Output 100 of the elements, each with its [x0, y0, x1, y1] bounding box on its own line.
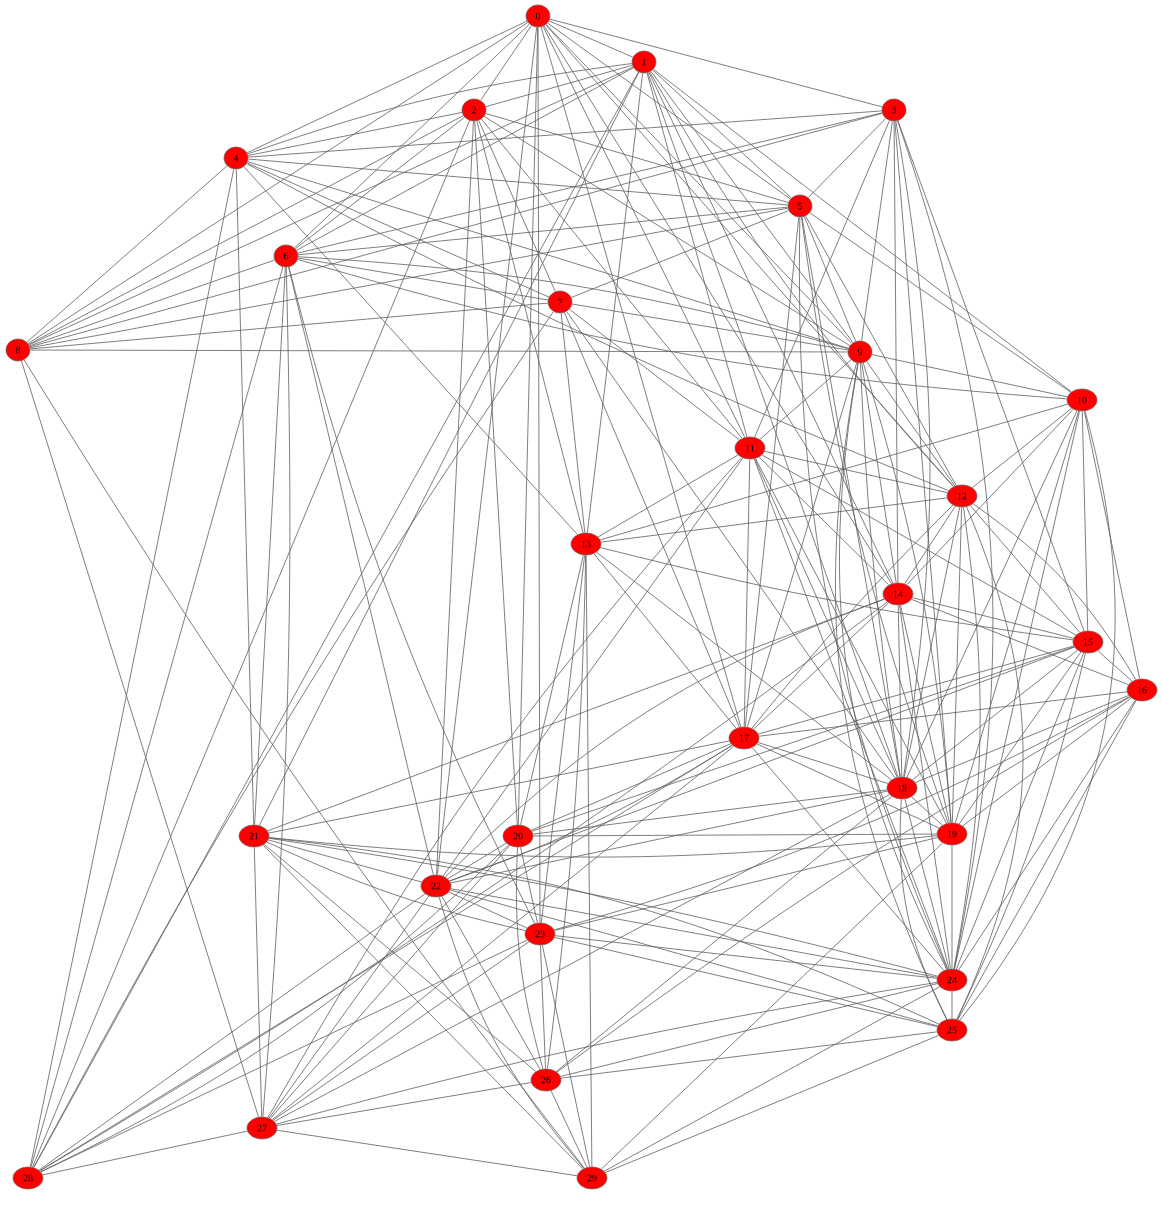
edge-line	[276, 1129, 578, 1177]
edge-line	[540, 944, 546, 1070]
edge-line	[597, 454, 739, 538]
edge-line	[801, 216, 949, 824]
edge-line	[271, 746, 735, 1120]
edge-line	[958, 651, 1082, 825]
edge-line	[601, 842, 943, 1170]
edge-line	[449, 889, 939, 1027]
edge-line	[912, 597, 1074, 639]
edge-line	[904, 798, 950, 970]
edge-line	[972, 407, 1072, 489]
edge-line	[956, 652, 1086, 1020]
edge-line	[972, 503, 1137, 680]
edge-line	[288, 266, 536, 924]
edge-line	[29, 259, 275, 347]
edge-line	[586, 72, 644, 534]
edge-line	[266, 841, 526, 932]
edge-line	[269, 845, 511, 1119]
edge-line	[906, 410, 1078, 778]
edge-line	[294, 23, 530, 249]
edge-line	[268, 895, 430, 1119]
edge-line	[543, 25, 892, 585]
edge-line	[268, 839, 422, 883]
edge-line	[246, 162, 550, 298]
edge-line	[39, 744, 733, 1172]
edge-line	[441, 896, 541, 1070]
edge-line	[297, 259, 1068, 400]
edge-line	[899, 798, 948, 1020]
edge-line	[646, 72, 748, 438]
edge-line	[542, 25, 746, 438]
edge-line	[295, 116, 465, 250]
edge-line	[476, 120, 584, 534]
edge-line	[862, 362, 952, 824]
edge-line	[547, 22, 791, 200]
edge-line	[744, 216, 800, 728]
edge-line	[904, 505, 956, 585]
edge-line	[899, 604, 951, 970]
edge-line	[648, 72, 894, 584]
edge-line	[549, 18, 883, 108]
edge-line	[253, 846, 263, 1118]
edge-line	[262, 844, 584, 1170]
edge-line	[38, 893, 426, 1171]
edge-line	[247, 158, 789, 206]
edge-line	[520, 846, 538, 924]
edge-line	[605, 1035, 939, 1173]
edge-line	[801, 216, 901, 778]
edge-line	[39, 601, 888, 1172]
edge-line	[247, 63, 633, 155]
edge-line	[246, 163, 949, 491]
edge-line	[247, 161, 849, 349]
edge-line	[603, 986, 941, 1172]
edge-line	[653, 68, 1072, 393]
edge-line	[871, 354, 1068, 398]
edge-line	[897, 604, 903, 778]
edge-line	[268, 740, 730, 834]
edge-line	[450, 790, 888, 884]
edge-line	[751, 504, 954, 729]
edge-line	[599, 403, 1069, 541]
edge-line	[1097, 650, 1133, 682]
edge-line	[554, 937, 938, 1027]
edge-line	[951, 990, 953, 1020]
edge-line	[555, 796, 893, 1072]
edge-line	[478, 120, 556, 292]
edge-line	[754, 120, 890, 438]
edge-line	[647, 72, 899, 778]
edge-line	[442, 457, 744, 877]
edge-line	[746, 362, 858, 728]
edge-line	[288, 266, 434, 876]
edge-line	[276, 982, 938, 1125]
edge-line	[276, 1082, 532, 1126]
edge-line	[809, 212, 1072, 393]
edge-line	[958, 699, 1136, 971]
edge-line	[894, 120, 952, 824]
edge-line	[450, 888, 938, 978]
edge-line	[480, 25, 532, 101]
edge-line	[32, 120, 470, 1168]
edge-line	[652, 69, 792, 199]
edge-line	[757, 742, 889, 784]
edge-line	[28, 115, 464, 345]
edge-line	[550, 1090, 588, 1168]
edge-line	[600, 547, 1074, 641]
edge-line	[751, 747, 945, 971]
edge-line	[951, 506, 963, 824]
edge-line	[962, 697, 1132, 827]
edge-line	[596, 551, 892, 781]
edge-line	[807, 118, 887, 198]
edge-line	[911, 598, 1129, 686]
edge-line	[267, 598, 885, 832]
edge-line	[954, 410, 1080, 824]
edge-line	[267, 457, 742, 1118]
edge-line	[448, 891, 528, 929]
edge-line	[911, 796, 943, 826]
edge-line	[537, 26, 541, 924]
edge-line	[560, 1031, 938, 1079]
edge-line	[29, 349, 849, 353]
edge-line	[600, 497, 948, 543]
edge-line	[263, 844, 537, 1072]
edge-line	[545, 24, 853, 344]
edge-line	[897, 120, 1085, 632]
edge-line	[540, 554, 586, 924]
